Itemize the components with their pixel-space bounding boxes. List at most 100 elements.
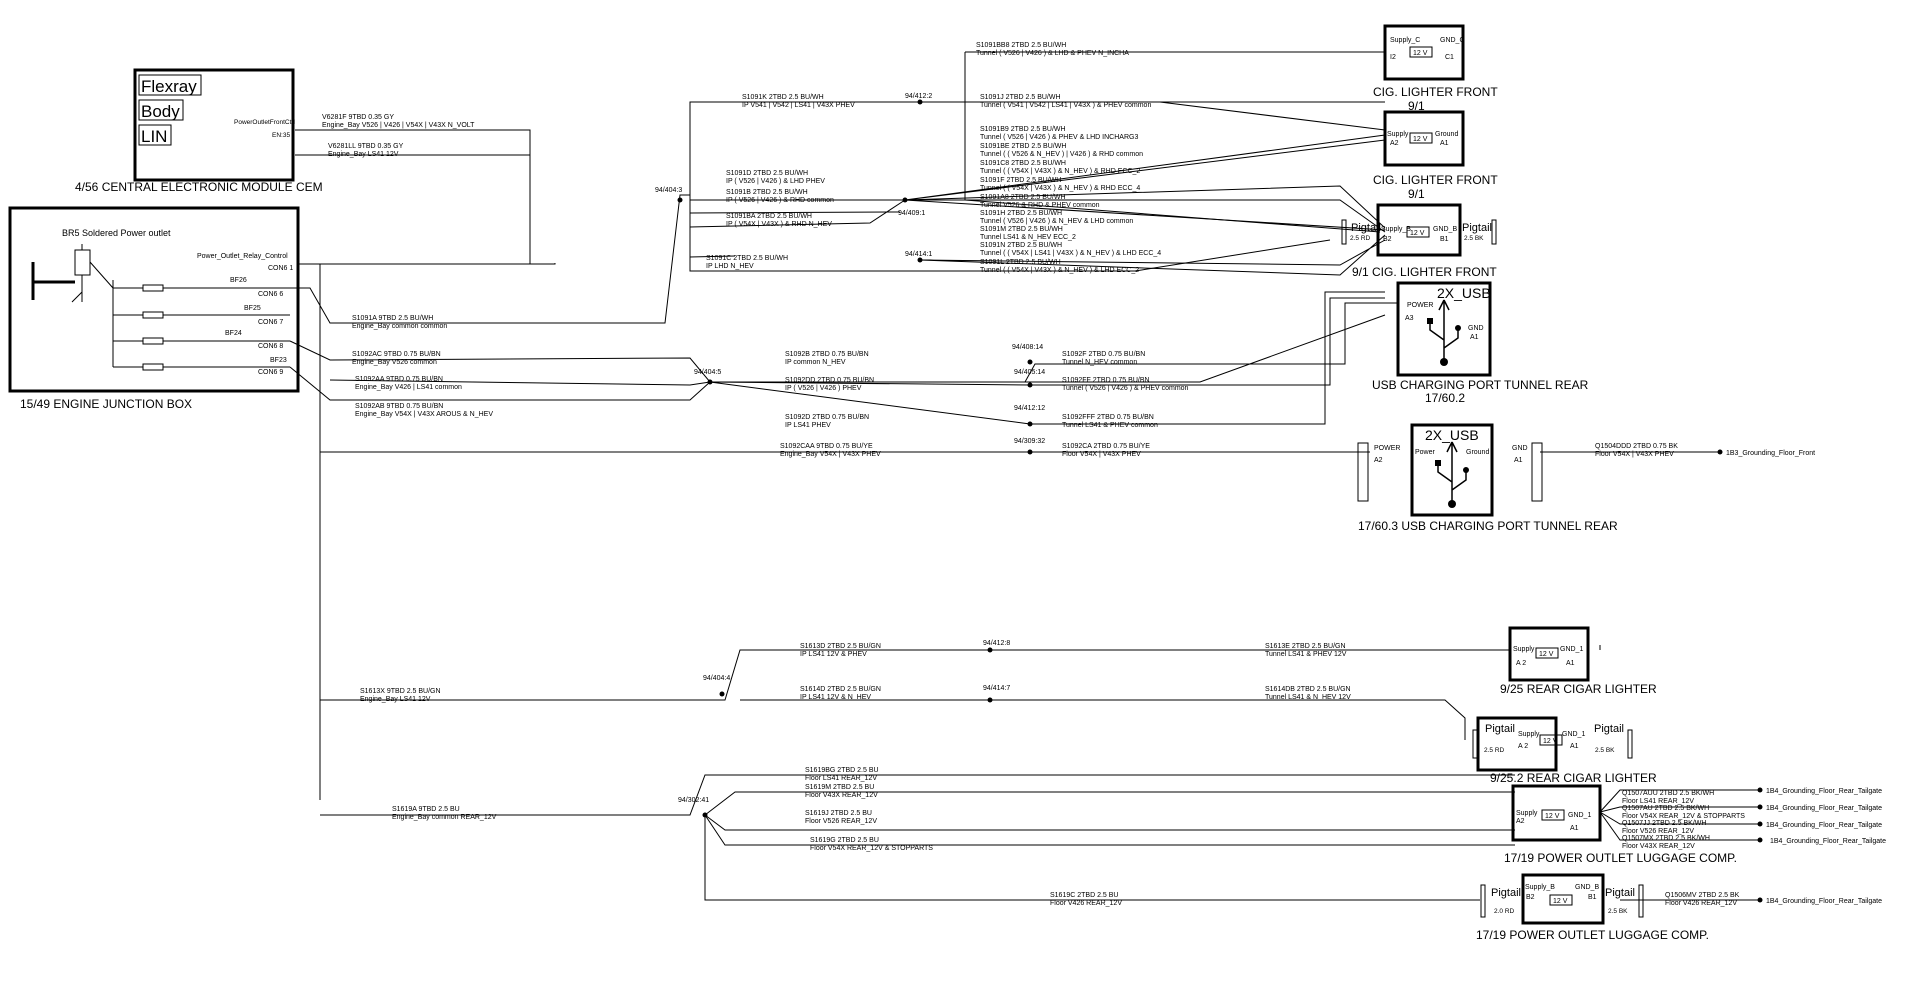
wire-cond: Tunnel V526 & RHD & PHEV common bbox=[980, 202, 1100, 209]
wire-cond: Tunnel LS41 & PHEV common bbox=[1062, 422, 1158, 429]
pin-label: A1 bbox=[1470, 334, 1479, 341]
wire-id: S1092DD 2TBD 0.75 BU/BN bbox=[785, 377, 874, 384]
ejb-row-5: BF24 bbox=[225, 330, 242, 337]
wire-id: S1619G 2TBD 2.5 BU bbox=[810, 837, 879, 844]
usb-label: 2X_USB bbox=[1437, 285, 1491, 301]
pin-label: A1 bbox=[1514, 457, 1523, 464]
wire-cond: Engine_Bay V54X | V43X AROUS & N_HEV bbox=[355, 411, 493, 418]
wire-id: S1091BA 2TBD 2.5 BU/WH bbox=[726, 213, 812, 220]
voltage-label: 12 V bbox=[1553, 898, 1568, 905]
splice-label: 94/404:3 bbox=[655, 187, 682, 194]
pigtail-label: Pigtail bbox=[1351, 222, 1381, 234]
cig-lighter-front-3: Pigtail Pigtail 2.5 RD 2.5 BK Supply_B G… bbox=[1341, 203, 1497, 279]
wire-cond: Engine_Bay V526 common bbox=[352, 359, 437, 366]
voltage-label: 12 V bbox=[1543, 738, 1558, 745]
voltage-label: 12 V bbox=[1410, 230, 1425, 237]
cem-protocol-lin: LIN bbox=[141, 127, 167, 146]
pigtail-wire: 2.5 RD bbox=[1484, 747, 1505, 754]
wire-cond: Floor V54X | V43X PHEV bbox=[1595, 451, 1674, 458]
pin-label: Power bbox=[1415, 449, 1436, 456]
splice-label: 94/412:2 bbox=[905, 93, 932, 100]
splice-dot bbox=[719, 691, 725, 697]
splice-label: 94/405:14 bbox=[1014, 369, 1045, 376]
rear-cigar-lighter-2: Pigtail Pigtail 2.5 RD 2.5 BK Supply GND… bbox=[1472, 716, 1657, 785]
wire-cond: IP LS41 12V & N_HEV bbox=[800, 694, 871, 701]
pigtail-label: Pigtail bbox=[1594, 723, 1624, 735]
ground-labels: 1B3_Grounding_Floor_Front 1B4_Grounding_… bbox=[1726, 450, 1886, 905]
wire-cond: Tunnel ( V541 | V542 | LS41 | V43X ) & P… bbox=[980, 102, 1151, 109]
ejb-row-6: CON6 8 bbox=[258, 343, 283, 350]
splice-dot bbox=[1027, 421, 1033, 427]
usb-port-2: 2X_USB POWER A2 GND A1 Power Ground 17/6… bbox=[1357, 423, 1618, 533]
wire-id: S1091BE 2TBD 2.5 BU/WH bbox=[980, 143, 1066, 150]
ground-dot bbox=[1757, 821, 1763, 827]
fuse bbox=[142, 363, 164, 371]
pigtail-wire: 2.5 BK bbox=[1464, 235, 1484, 242]
wire-id: S1613E 2TBD 2.5 BU/GN bbox=[1265, 643, 1346, 650]
ejb-box bbox=[8, 206, 300, 393]
wire-id: S1092AB 9TBD 0.75 BU/BN bbox=[355, 403, 443, 410]
component-loc: 17/60.2 bbox=[1425, 391, 1465, 405]
wire-cond: IP LS41 12V & PHEV bbox=[800, 651, 867, 658]
wire-id: S1092F 2TBD 0.75 BU/BN bbox=[1062, 351, 1145, 358]
wire-cond: Tunnel ( V526 | V426 ) & N_HEV & LHD com… bbox=[980, 218, 1133, 225]
component-loc: 9/1 bbox=[1408, 187, 1425, 201]
fuse bbox=[142, 284, 164, 292]
pin-label: GND bbox=[1468, 325, 1484, 332]
cem-pin-id: EN:35 bbox=[272, 132, 290, 139]
wire-cond: Engine_Bay common REAR_12V bbox=[392, 814, 497, 821]
ejb-row-0: CON6 1 bbox=[268, 265, 293, 272]
ejb-row-1: BF26 bbox=[230, 277, 247, 284]
splice-dot bbox=[917, 257, 923, 263]
pin-label: A2 bbox=[1516, 818, 1525, 825]
wire-id: S1091F 2TBD 2.5 BU/WH bbox=[980, 177, 1061, 184]
pin-label: B1 bbox=[1588, 894, 1597, 901]
ground-dot bbox=[1757, 837, 1763, 843]
wire-cond: Floor LS41 REAR_12V bbox=[805, 775, 877, 782]
splice-dot bbox=[702, 812, 708, 818]
wire-id: S1091J 2TBD 2.5 BU/WH bbox=[980, 94, 1061, 101]
wire-id: S1619C 2TBD 2.5 BU bbox=[1050, 892, 1118, 899]
wire-cond: Tunnel ( ( V526 & N_HEV ) | V426 ) & RHD… bbox=[980, 151, 1143, 158]
ground-label: 1B4_Grounding_Floor_Rear_Tailgate bbox=[1766, 898, 1882, 905]
fuse bbox=[142, 337, 164, 345]
splice-label: 94/412:8 bbox=[983, 640, 1010, 647]
component-title: 9/25.2 REAR CIGAR LIGHTER bbox=[1490, 771, 1657, 785]
ejb-row-8: CON6 9 bbox=[258, 369, 283, 376]
ejb-row-4: CON6 7 bbox=[258, 319, 283, 326]
cig-lighter-front-2: Supply Ground 12 V A2 A1 CIG. LIGHTER FR… bbox=[1373, 110, 1498, 201]
pigtail-label: Pigtail bbox=[1605, 887, 1635, 899]
wire-id: S1092D 2TBD 0.75 BU/BN bbox=[785, 414, 869, 421]
wire-id: S1614D 2TBD 2.5 BU/GN bbox=[800, 686, 881, 693]
ejb-row-2: CON6 6 bbox=[258, 291, 283, 298]
pin-label: A2 bbox=[1374, 457, 1383, 464]
voltage-label: 12 V bbox=[1413, 136, 1428, 143]
ejb-relay-label: BR5 Soldered Power outlet bbox=[62, 228, 171, 238]
pin-label: GND_B bbox=[1575, 884, 1599, 891]
cem-protocol-flexray: Flexray bbox=[141, 77, 197, 96]
wire-id: S1091H 2TBD 2.5 BU/WH bbox=[980, 210, 1062, 217]
wire-id: S1091BB8 2TBD 2.5 BU/WH bbox=[976, 42, 1066, 49]
wire-cond: IP ( V526 | V426 ) PHEV bbox=[785, 385, 862, 392]
splice-label: 94/412:12 bbox=[1014, 405, 1045, 412]
wire-id: S1091K 2TBD 2.5 BU/WH bbox=[742, 94, 824, 101]
pin-label: Supply bbox=[1387, 131, 1409, 138]
wire-id: S1091A 9TBD 2.5 BU/WH bbox=[352, 315, 433, 322]
wire-cond: Tunnel ( ( V54X | V43X ) & N_HEV ) & RHD… bbox=[980, 168, 1140, 175]
wire-id: S1091B9 2TBD 2.5 BU/WH bbox=[980, 126, 1066, 133]
wire-cond: Floor V54X | V43X PHEV bbox=[1062, 451, 1141, 458]
wire-cond: Engine_Bay V526 | V426 | V54X | V43X N_V… bbox=[322, 122, 475, 129]
splice-dot bbox=[987, 647, 993, 653]
wires bbox=[289, 51, 1760, 901]
pin-label: Supply bbox=[1513, 646, 1535, 653]
wire-cond: Tunnel LS41 & N_HEV ECC_2 bbox=[980, 234, 1076, 241]
pigtail-wire: 2.0 RD bbox=[1494, 908, 1515, 915]
splice-label: 94/414:1 bbox=[905, 251, 932, 258]
pin-label: GND_C bbox=[1440, 37, 1465, 44]
pin-label: GND bbox=[1512, 445, 1528, 452]
component-title: USB CHARGING PORT TUNNEL REAR bbox=[1372, 378, 1589, 392]
splice-points bbox=[677, 99, 1763, 903]
wire-id: S1091C 2TBD 2.5 BU/WH bbox=[706, 255, 788, 262]
rear-cigar-lighter-1: Supply GND_1 12 V A 2 A1 9/25 REAR CIGAR… bbox=[1500, 626, 1657, 696]
